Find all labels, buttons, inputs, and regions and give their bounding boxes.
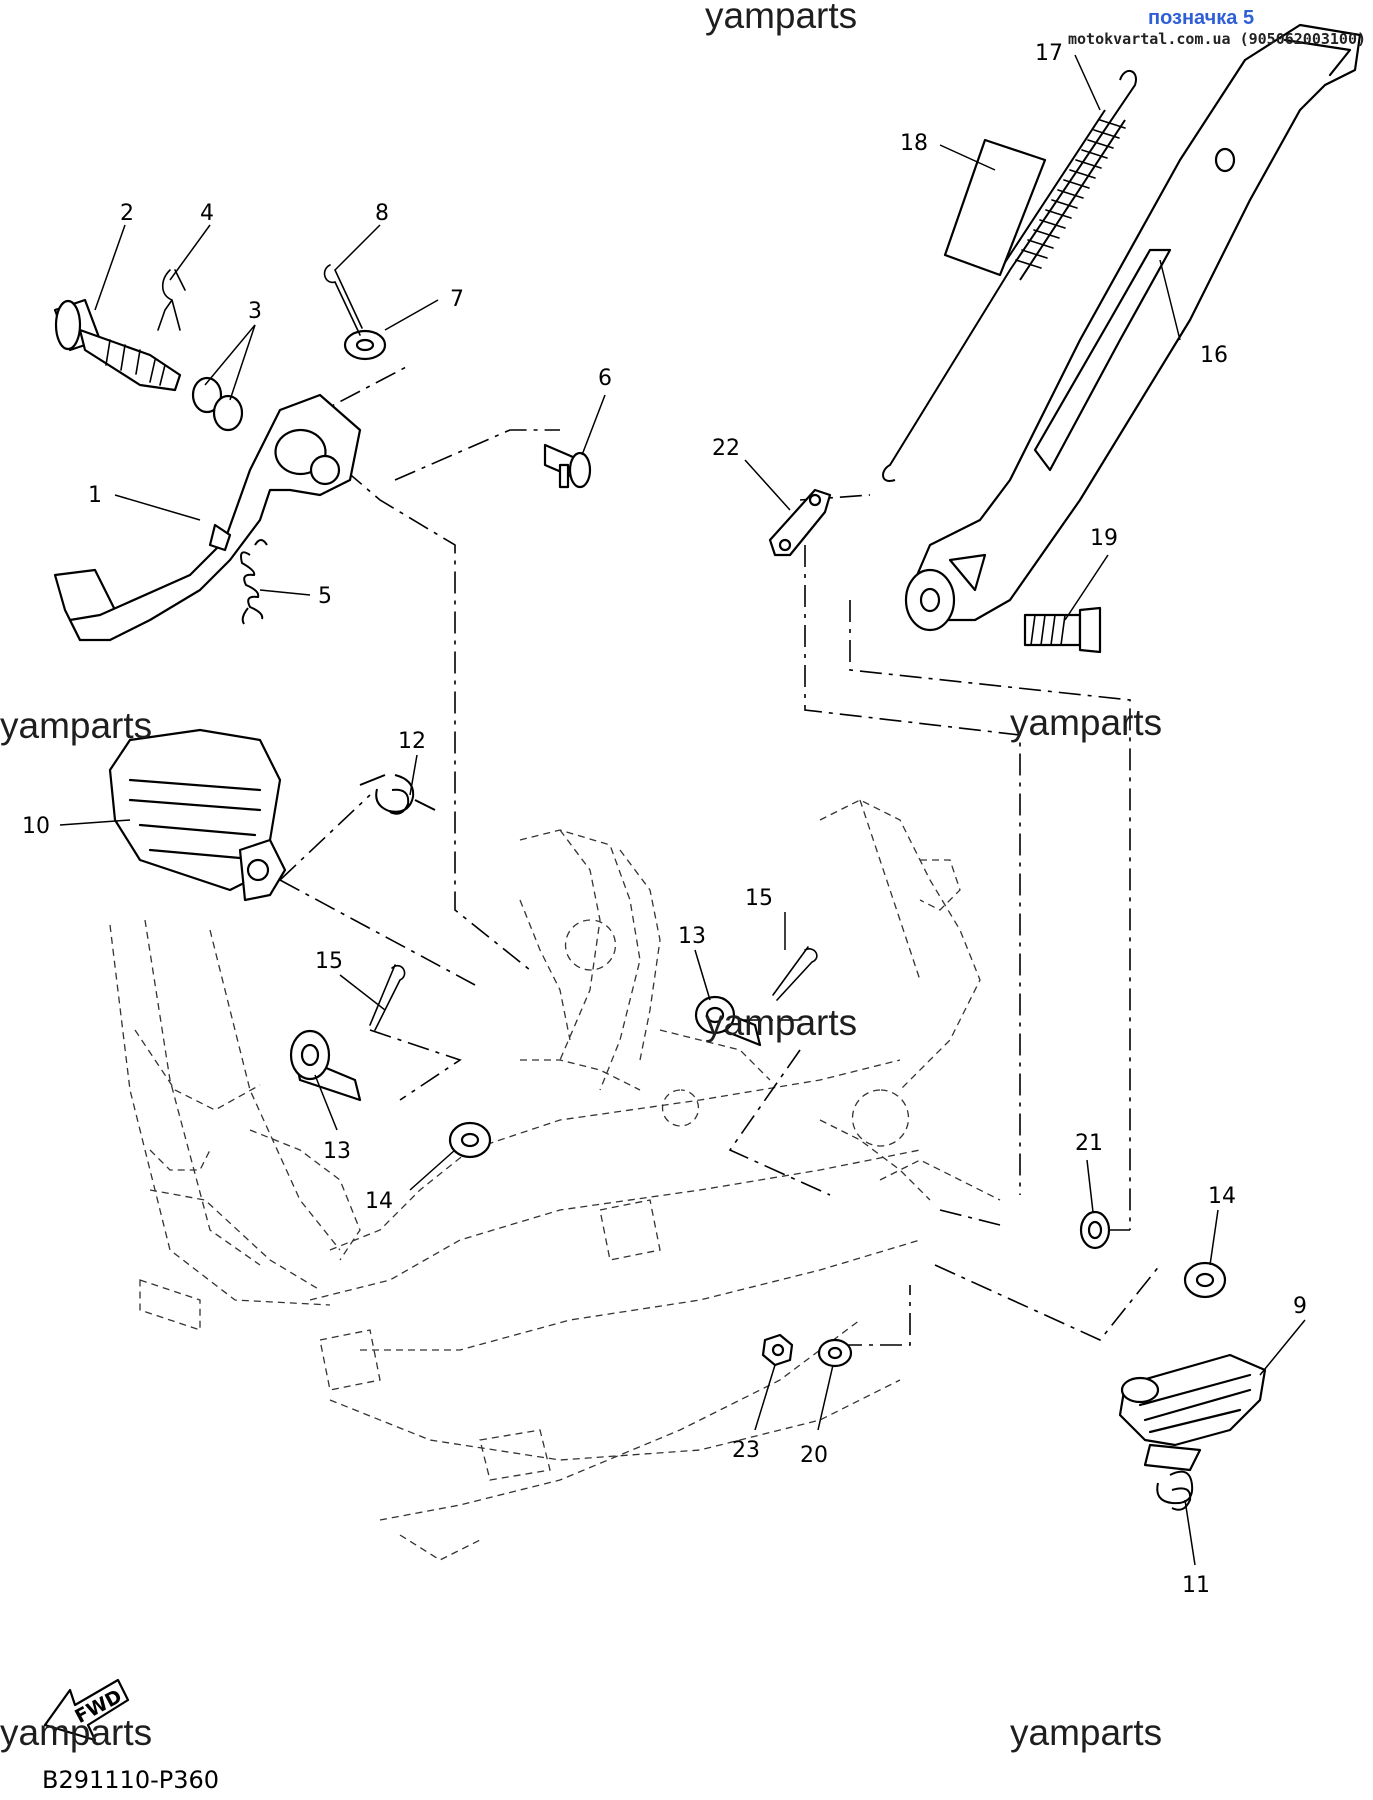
watermarks: yamparts yamparts yamparts yamparts yamp… [0,0,1162,1753]
cotter-pin-part-left [369,964,406,1031]
callout-22: 22 [712,436,740,461]
washer-part-right [1183,1261,1227,1299]
spring-link-plate-part [768,488,832,557]
nut-part [761,1333,794,1367]
motorcycle-frame-outline [109,799,1001,1561]
cotter-pin-part-right [772,946,818,1001]
callout-17: 17 [1035,41,1063,66]
callout-19: 19 [1090,526,1118,551]
callout-11: 11 [1182,1573,1210,1598]
return-spring-part [240,539,268,625]
callout-13-left: 13 [323,1139,351,1164]
watermark-center: yamparts [705,1002,857,1043]
side-stand-part [904,23,1362,632]
callout-15-right: 15 [745,886,773,911]
watermark-bottom-right: yamparts [1010,1712,1162,1753]
callout-3: 3 [248,299,262,324]
collar-part-right [694,995,762,1047]
clevis-pin-part [543,443,592,489]
spring-cover-tube-part [943,138,1047,277]
marking-label: позначка 5 [1148,7,1254,29]
o-ring-parts [191,376,244,432]
marking-site: motokvartal.com.ua (905062003100) [1068,30,1366,48]
spring-clip-part [157,269,186,331]
washer-part-bottom [817,1338,853,1368]
footrest-spring-part [1156,1470,1194,1511]
side-stand-spring-part [882,70,1137,482]
callout-15-left: 15 [315,949,343,974]
callout-4: 4 [200,201,214,226]
callout-21: 21 [1075,1131,1103,1156]
left-footrest-part [108,728,287,902]
watermark-top: yamparts [705,0,857,36]
callout-12: 12 [398,729,426,754]
diagram-code: B291110-P360 [42,1766,219,1794]
callout-2: 2 [120,201,134,226]
cotter-pin-part [323,264,363,336]
callout-16: 16 [1200,343,1228,368]
stand-bush-part [1079,1210,1111,1250]
washer-part-left [448,1121,492,1159]
callout-13-right: 13 [678,924,706,949]
callout-14-left: 14 [365,1189,393,1214]
callout-7: 7 [450,287,464,312]
callout-9: 9 [1293,1294,1307,1319]
side-stand-bolt-part [1023,606,1102,654]
callout-23: 23 [732,1438,760,1463]
callout-leaders [59,54,1306,1566]
assembly-lines [279,364,1161,1346]
callout-labels: 2 4 3 8 7 6 1 5 17 18 16 19 22 10 12 15 … [22,41,1307,1598]
watermark-left: yamparts [0,705,152,746]
callout-6: 6 [598,366,612,391]
callout-18: 18 [900,131,928,156]
watermark-bottom-left: yamparts [0,1712,152,1753]
callout-1: 1 [88,483,102,508]
collar-part-left [289,1029,362,1102]
callout-5: 5 [318,584,332,609]
brake-pedal-part [53,393,362,642]
callout-8: 8 [375,201,389,226]
right-footrest-part [1118,1353,1267,1472]
watermark-right: yamparts [1010,702,1162,743]
callout-20: 20 [800,1443,828,1468]
footrest-spring-part-left [359,774,436,815]
washer-part [343,329,387,361]
callout-14-right: 14 [1208,1184,1236,1209]
pivot-bolt-part [53,298,182,392]
callout-10: 10 [22,814,50,839]
